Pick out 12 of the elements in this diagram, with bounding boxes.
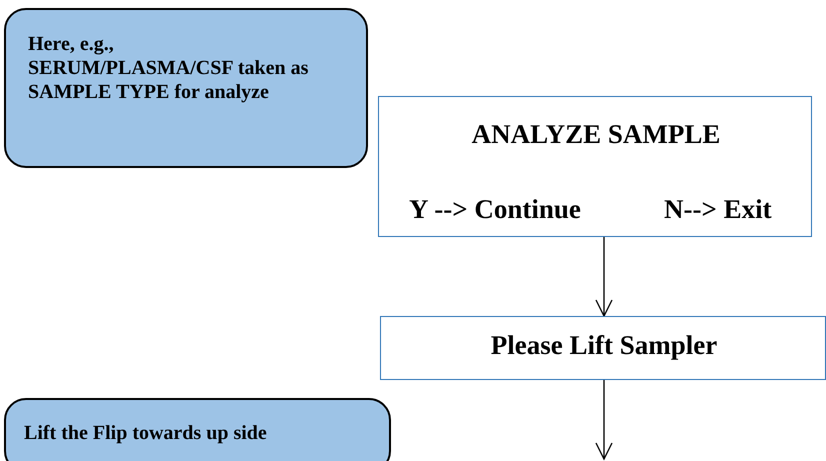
arrow [595, 237, 613, 317]
box-label: Here, e.g., SERUM/PLASMA/CSF taken as SAMPLE TYPE for analyze [28, 32, 310, 104]
process-box [380, 316, 826, 380]
process-box [378, 96, 812, 237]
option-label: N--> Exit [664, 194, 773, 226]
box-label: Please Lift Sampler [490, 330, 718, 362]
arrow [595, 380, 613, 460]
box-label: Lift the Flip towards up side [24, 422, 268, 445]
note-box [4, 8, 368, 168]
option-label: Y --> Continue [409, 194, 582, 226]
box-label: ANALYZE SAMPLE [470, 119, 722, 150]
note-box [4, 398, 391, 461]
